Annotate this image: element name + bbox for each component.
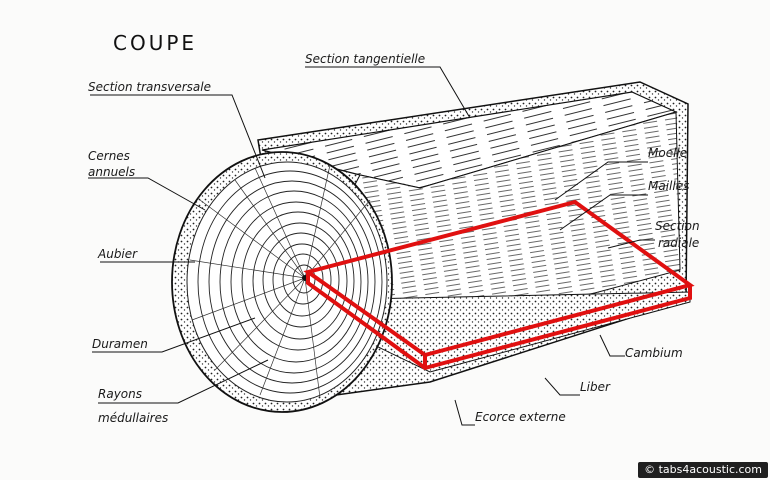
label-section: Section — [655, 219, 700, 233]
label-section-tangentielle: Section tangentielle — [305, 52, 425, 66]
label-medullaires: médullaires — [98, 411, 168, 425]
page-title: COUPE — [113, 31, 197, 55]
leader-lines — [88, 66, 655, 426]
cross-section — [171, 151, 393, 413]
credit-badge: © tabs4acoustic.com — [638, 462, 768, 478]
label-liber: Liber — [580, 380, 611, 394]
label-mailles: Mailles — [648, 179, 689, 193]
label-aubier: Aubier — [97, 247, 138, 261]
label-rayons: Rayons — [98, 387, 142, 401]
label-moelle: Moelle — [648, 146, 687, 160]
label-duramen: Duramen — [92, 337, 148, 351]
label-annuels: annuels — [88, 165, 135, 179]
label-ecorce-externe: Ecorce externe — [475, 410, 566, 424]
label-cambium: Cambium — [625, 346, 683, 360]
label-cernes: Cernes — [88, 149, 130, 163]
radial-section-highlight — [303, 199, 695, 371]
label-section-transversale: Section transversale — [88, 80, 211, 94]
label-radiale: radiale — [658, 236, 699, 250]
